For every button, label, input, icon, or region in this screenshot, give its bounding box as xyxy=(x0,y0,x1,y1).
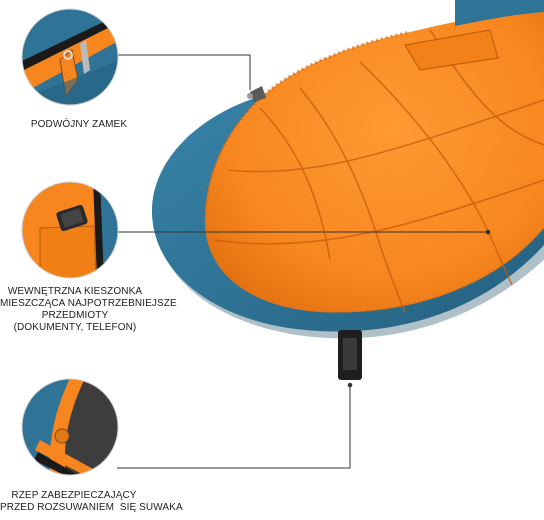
caption-line: PRZEDMIOTY xyxy=(41,310,109,321)
caption-line: (DOKUMENTY, TELEFON) xyxy=(13,322,137,333)
inner-pocket xyxy=(404,29,499,71)
detail-circle-velcro xyxy=(21,378,119,476)
caption-inner-pocket: WEWNĘTRZNA KIESZONKA MIESZCZĄCA NAJPOTRZ… xyxy=(0,286,177,334)
sleeping-bag xyxy=(151,0,544,380)
zipper-head-icon xyxy=(247,86,266,102)
caption-line: PODWÓJNY ZAMEK xyxy=(30,119,128,130)
leader-line-velcro xyxy=(117,385,351,469)
caption-line: MIESZCZĄCA NAJPOTRZEBNIEJSZE xyxy=(0,298,177,309)
leader-lines xyxy=(105,54,491,469)
inner-lining xyxy=(205,8,544,313)
caption-velcro-strap: RZEP ZABEZPIECZAJĄCY PRZED ROZSUWANIEM S… xyxy=(0,490,183,514)
detail-circle-zipper xyxy=(21,8,119,106)
leader-line-zipper xyxy=(105,54,251,90)
detail-circle-pocket xyxy=(21,181,119,279)
caption-line: WEWNĘTRZNA KIESZONKA xyxy=(7,286,143,297)
caption-double-zipper: PODWÓJNY ZAMEK xyxy=(14,119,144,131)
caption-line: PRZED ROZSUWANIEM SIĘ SUWAKA xyxy=(0,502,183,513)
caption-line: RZEP ZABEZPIECZAJĄCY xyxy=(11,490,137,501)
